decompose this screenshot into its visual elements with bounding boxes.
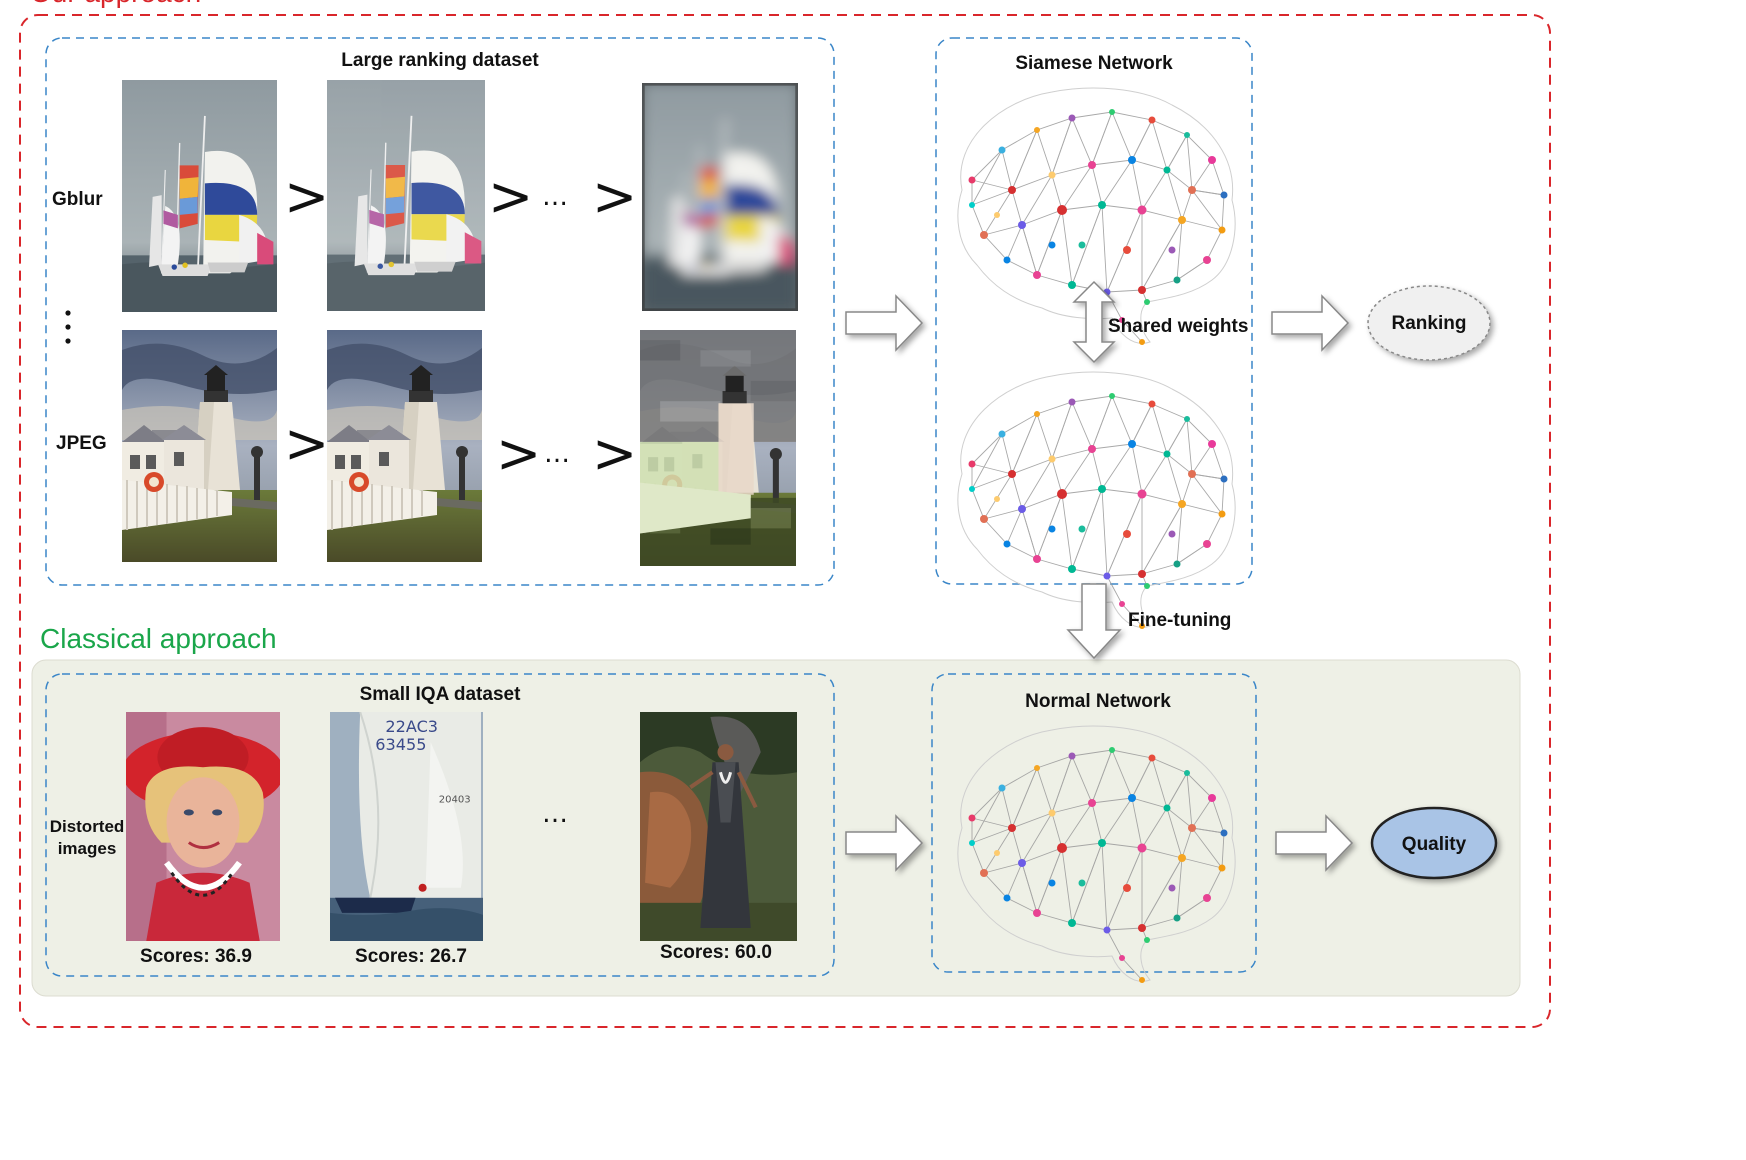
quality-output-node [1370, 806, 1498, 880]
greater-than-symbol: > [592, 165, 637, 228]
jpeg-image-1 [122, 330, 277, 562]
gblur-image-blurred [642, 83, 798, 311]
classical-approach-title: Classical approach [40, 623, 277, 654]
gblur-image-1 [122, 80, 277, 312]
normal-network-title: Normal Network [1025, 691, 1171, 712]
iqa-image-portrait [122, 712, 284, 941]
jpeg-image-compressed [640, 330, 796, 566]
row-label-jpeg: JPEG [56, 433, 107, 454]
iqa-image-forest [640, 712, 797, 941]
arrow-right-icon [1271, 294, 1350, 352]
iqa-dataset-title: Small IQA dataset [360, 684, 522, 705]
horizontal-ellipsis: … [542, 799, 568, 829]
score-label: Scores: 26.7 [355, 946, 467, 967]
greater-than-symbol: > [496, 422, 541, 485]
jpeg-image-2 [327, 330, 482, 562]
fine-tuning-label: Fine-tuning [1128, 610, 1231, 631]
greater-than-symbol: > [488, 165, 533, 228]
our-approach-frame [19, 14, 1551, 1028]
distorted-images-label: Distorted [50, 817, 125, 836]
our-approach-title: Our approach [30, 0, 201, 8]
row-label-gblur: Gblur [52, 189, 103, 210]
score-label: Scores: 36.9 [140, 946, 252, 967]
greater-than-symbol: > [284, 165, 329, 228]
arrow-down-icon [1066, 583, 1122, 660]
horizontal-ellipsis: … [542, 182, 568, 212]
ranking-output-label: Ranking [1392, 313, 1467, 334]
shared-weights-label: Shared weights [1108, 316, 1248, 337]
normal-network-panel [931, 673, 1257, 973]
vertical-ellipsis [65, 310, 71, 344]
iqa-image-sailing [330, 712, 483, 941]
distorted-images-label-line2: images [58, 839, 117, 858]
horizontal-ellipsis: … [544, 439, 570, 469]
siamese-network-title: Siamese Network [1015, 53, 1173, 74]
ranking-dataset-title: Large ranking dataset [341, 50, 539, 71]
score-label: Scores: 60.0 [660, 942, 772, 963]
quality-output-label: Quality [1402, 834, 1467, 855]
gblur-image-2 [327, 80, 485, 311]
arrow-right-icon [1275, 814, 1354, 872]
ranking-output-node [1367, 285, 1491, 361]
greater-than-symbol: > [284, 412, 329, 475]
arrow-right-icon [845, 294, 924, 352]
double-arrow-icon [1072, 280, 1116, 364]
greater-than-symbol: > [592, 422, 637, 485]
arrow-right-icon [845, 814, 924, 872]
